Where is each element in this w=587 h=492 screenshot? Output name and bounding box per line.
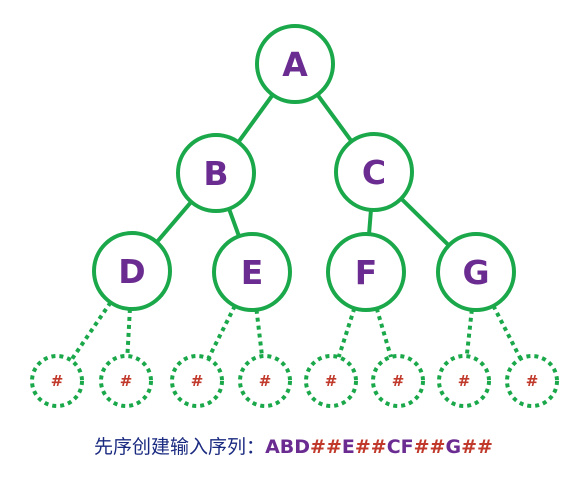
node-circle	[255, 24, 335, 104]
null-edge-f-right	[374, 307, 393, 358]
null-edge-d-left	[69, 301, 113, 362]
nodes-layer: A B C D E F G	[92, 24, 516, 312]
node-label: F	[355, 253, 378, 292]
edge-a-c	[315, 92, 354, 144]
sequence-node-token: G	[445, 436, 462, 458]
null-node-circle	[505, 354, 559, 408]
node-circle	[212, 232, 292, 312]
node-label: E	[241, 253, 264, 292]
null-node-circle	[437, 354, 491, 408]
tree-node-e: E	[212, 232, 292, 312]
null-node-circle	[99, 354, 153, 408]
sequence-node-token: CF	[386, 436, 414, 458]
null-node-e-left: #	[170, 354, 224, 408]
null-node-circle	[238, 354, 292, 408]
null-node-f-right: #	[371, 354, 425, 408]
tree-node-a: A	[255, 24, 335, 104]
null-node-label: #	[191, 372, 204, 390]
node-circle	[334, 132, 414, 212]
tree-node-f: F	[326, 232, 406, 312]
caption-prefix: 先序创建输入序列：	[94, 436, 266, 458]
null-edge-d-right	[125, 308, 132, 357]
sequence-node-token: E	[341, 436, 355, 458]
node-label: G	[462, 253, 489, 292]
caption-sequence: ABD##E##CF##G##	[265, 436, 493, 458]
null-node-e-right: #	[238, 354, 292, 408]
node-circle	[436, 232, 516, 312]
null-edge-e-left	[206, 305, 237, 360]
edges-layer	[154, 92, 451, 248]
null-node-label: #	[526, 372, 539, 390]
null-node-f-left: #	[304, 354, 358, 408]
edge-c-g	[399, 196, 451, 248]
tree-node-g: G	[436, 232, 516, 312]
node-label: A	[282, 45, 308, 84]
edge-b-e	[226, 206, 242, 239]
null-node-d-right: #	[99, 354, 153, 408]
sequence-null-token: ##	[413, 436, 446, 458]
null-edges-layer	[69, 301, 523, 362]
null-node-circle	[371, 354, 425, 408]
edge-c-f	[367, 207, 373, 237]
node-label: C	[362, 153, 386, 192]
sequence-null-token: ##	[354, 436, 387, 458]
node-circle	[92, 231, 172, 311]
null-node-label: #	[259, 372, 272, 390]
null-edge-f-left	[336, 307, 357, 358]
null-edge-g-right	[491, 304, 523, 360]
node-label: B	[203, 154, 228, 193]
null-node-circle	[30, 354, 84, 408]
null-node-label: #	[392, 372, 405, 390]
null-node-label: #	[120, 372, 133, 390]
sequence-node-token: ABD	[265, 436, 311, 458]
node-circle	[326, 232, 406, 312]
null-nodes-layer: # # # # # # # #	[30, 354, 559, 408]
null-node-label: #	[51, 372, 64, 390]
null-node-d-left: #	[30, 354, 84, 408]
sequence-null-token: ##	[310, 436, 342, 458]
node-circle	[176, 133, 256, 213]
null-node-label: #	[325, 372, 338, 390]
null-node-label: #	[458, 372, 471, 390]
node-label: D	[118, 252, 145, 291]
tree-node-d: D	[92, 231, 172, 311]
tree-node-b: B	[176, 133, 256, 213]
null-node-g-right: #	[505, 354, 559, 408]
sequence-null-token: ##	[461, 436, 493, 458]
null-node-circle	[304, 354, 358, 408]
null-edge-g-left	[464, 309, 474, 357]
tree-node-c: C	[334, 132, 414, 212]
null-node-g-left: #	[437, 354, 491, 408]
null-edge-e-right	[254, 309, 265, 357]
edge-b-d	[154, 199, 194, 245]
null-node-circle	[170, 354, 224, 408]
edge-a-b	[236, 92, 275, 145]
preorder-caption: 先序创建输入序列：ABD##E##CF##G##	[0, 432, 587, 459]
